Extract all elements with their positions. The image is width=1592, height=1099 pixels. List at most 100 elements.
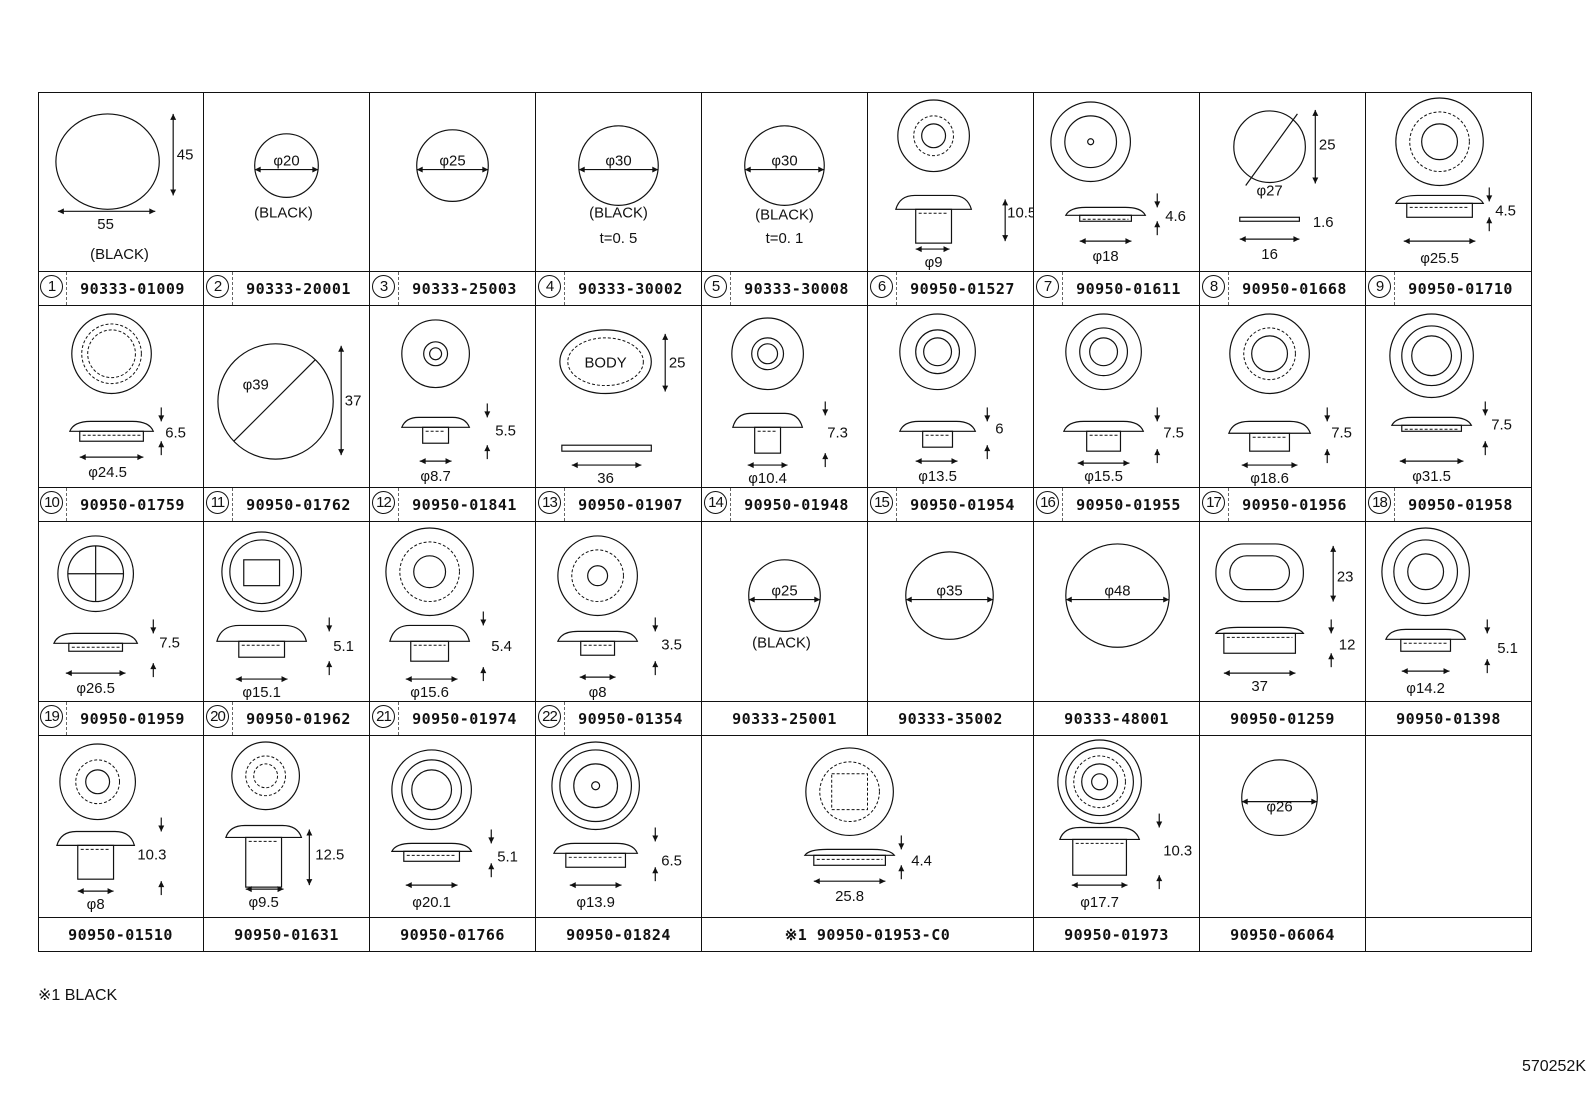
height-label: 5.1	[497, 849, 518, 865]
part-number: 90950-01974	[412, 709, 517, 728]
part-number: ※1 90950-01953-C0	[784, 925, 951, 944]
callout-number: 8	[1202, 275, 1225, 298]
diameter-label: φ15.1	[242, 685, 281, 701]
diameter-label: φ30	[771, 154, 797, 170]
part-number: 90950-01398	[1396, 709, 1501, 728]
callout-divider	[232, 702, 233, 735]
diameter-label: φ25	[771, 584, 797, 600]
part-drawing: 10.5φ9	[895, 99, 1033, 271]
part-number-cell	[1366, 918, 1532, 952]
color-note: (BLACK)	[589, 205, 648, 221]
part-drawing-cell: φ30 (BLACK) t=0. 1	[702, 92, 868, 272]
part-number: 90950-01710	[1408, 279, 1513, 298]
callout-divider	[730, 488, 731, 521]
part-number: 90950-01766	[400, 925, 505, 944]
callout-number: 22	[538, 705, 561, 728]
part-number: 90333-25003	[412, 279, 517, 298]
part-number-cell: 90950-01510	[38, 918, 204, 952]
color-note: (BLACK)	[254, 205, 313, 221]
height-label: 6	[995, 421, 1003, 437]
color-note: (BLACK)	[755, 207, 814, 223]
part-drawing: φ25	[416, 129, 489, 202]
part-drawing: φ30(BLACK)t=0. 5	[578, 125, 659, 247]
part-drawing-cell: 7.5 φ26.5	[38, 522, 204, 702]
diameter-label: φ25	[439, 154, 465, 170]
callout-divider	[398, 702, 399, 735]
diameter-label: φ48	[1104, 584, 1130, 600]
callout-number: 1	[40, 275, 63, 298]
callout-number: 20	[206, 705, 229, 728]
height-label: 12.5	[315, 847, 344, 863]
height-label: 10.3	[1163, 843, 1192, 859]
callout-number: 9	[1368, 275, 1391, 298]
callout-divider	[1394, 488, 1395, 521]
diameter-label: φ13.9	[576, 895, 615, 911]
width-label: 55	[97, 217, 114, 233]
part-number: 90950-01510	[68, 925, 173, 944]
part-drawing-cell: φ26	[1200, 736, 1366, 918]
part-number: 90950-01959	[80, 709, 185, 728]
part-number-cell: 90950-01824	[536, 918, 702, 952]
callout-divider	[66, 702, 67, 735]
height-label: 4.4	[911, 853, 932, 869]
diameter-label: φ26.5	[76, 681, 115, 697]
height-label: 7.5	[1331, 425, 1352, 441]
height-label: 5.1	[1497, 641, 1518, 657]
callout-divider	[66, 488, 67, 521]
callout-divider	[232, 272, 233, 305]
diameter-label: φ8	[589, 685, 607, 701]
part-drawing: 4.425.8	[803, 747, 932, 905]
part-drawing-cell: 6 φ13.5	[868, 306, 1034, 488]
diameter-label: φ13.5	[918, 469, 957, 485]
part-number: 90333-20001	[246, 279, 351, 298]
height-label: 6.5	[661, 853, 682, 869]
thickness-note: t=0. 1	[766, 231, 804, 247]
part-number: 90950-01527	[910, 279, 1015, 298]
callout-divider	[66, 272, 67, 305]
diameter-label: φ15.6	[410, 685, 449, 701]
callout-number: 11	[206, 491, 229, 514]
height-label: 7.5	[159, 635, 180, 651]
height-label: 4.6	[1165, 209, 1186, 225]
diameter-label: φ8	[87, 897, 105, 913]
part-number: 90950-01611	[1076, 279, 1181, 298]
thickness-label: 12	[1339, 637, 1356, 653]
width-label: 36	[597, 471, 614, 487]
part-number-cell: 90333-25001	[702, 702, 868, 736]
callout-number: 4	[538, 275, 561, 298]
part-drawing-cell: φ35	[868, 522, 1034, 702]
diameter-label: φ27	[1256, 183, 1282, 199]
part-drawing: 12.5φ9.5	[225, 741, 344, 911]
diameter-label: φ25.5	[1420, 251, 1459, 267]
part-drawing-cell: φ25	[370, 92, 536, 272]
part-drawing-cell: φ30(BLACK)t=0. 5	[536, 92, 702, 272]
callout-divider	[232, 488, 233, 521]
part-drawing-cell: φ20(BLACK)	[204, 92, 370, 272]
part-drawing: φ35	[905, 551, 994, 640]
diameter-label: φ30	[605, 154, 631, 170]
height-label: 45	[177, 148, 194, 164]
callout-divider	[564, 702, 565, 735]
part-drawing: φ26	[1241, 759, 1318, 837]
height-label: 3.5	[661, 637, 682, 653]
callout-divider	[398, 488, 399, 521]
